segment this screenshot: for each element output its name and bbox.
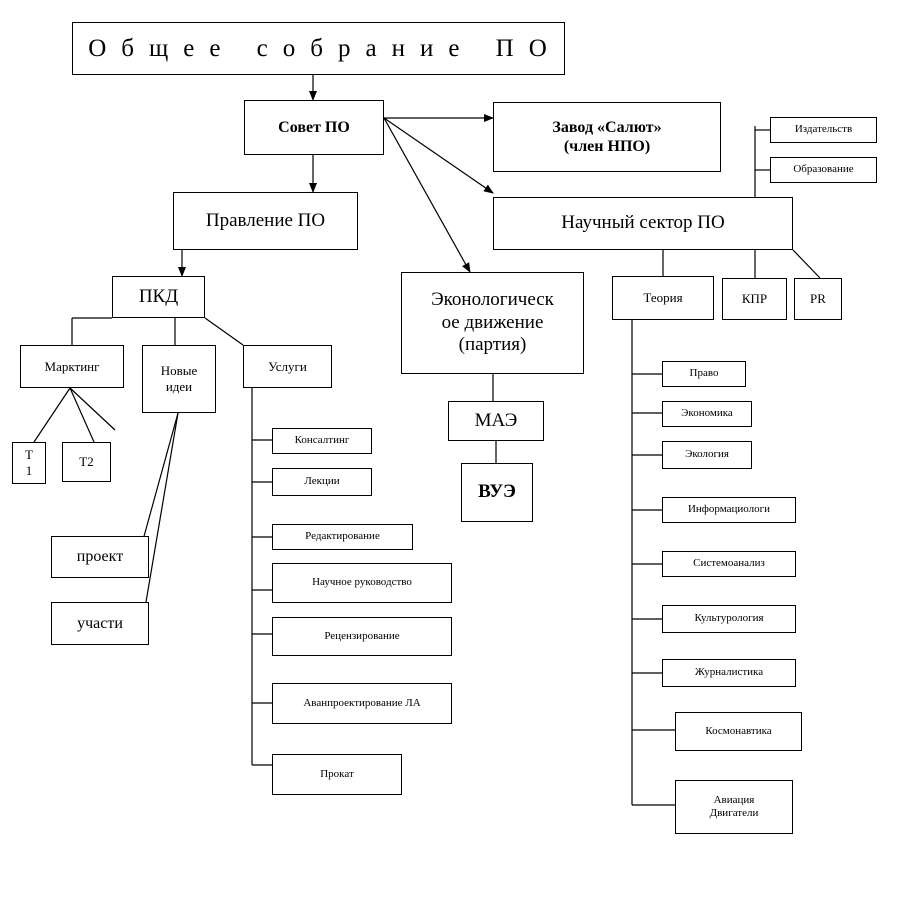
node-lectures: Лекции: [272, 468, 372, 496]
node-preliminary-design: Аванпроектирование ЛА: [272, 683, 452, 724]
node-economics: Экономика: [662, 401, 752, 427]
node-board: Правление ПО: [173, 192, 358, 250]
node-new-ideas: Новые идеи: [142, 345, 216, 413]
line-marketing-fan: [69, 387, 116, 431]
line-to-project: [142, 412, 179, 541]
node-publishing: Издательств: [770, 117, 877, 143]
line-to-participation: [145, 412, 179, 603]
node-aviation-engines: Авиация Двигатели: [675, 780, 793, 834]
line-to-services: [204, 317, 244, 346]
node-scientific-supervision: Научное руководство: [272, 563, 452, 603]
node-pkd: ПКД: [112, 276, 205, 318]
node-t2: Т2: [62, 442, 111, 482]
node-culturology: Культурология: [662, 605, 796, 633]
node-ecology: Экология: [662, 441, 752, 469]
node-reviewing: Рецензирование: [272, 617, 452, 656]
arrow-council-to-science: [383, 117, 494, 194]
node-t1: Т 1: [12, 442, 46, 484]
node-pr: PR: [794, 278, 842, 320]
node-education: Образование: [770, 157, 877, 183]
node-council: Совет ПО: [244, 100, 384, 155]
node-factory: Завод «Салют» (член НПО): [493, 102, 721, 172]
node-general-meeting: Общее собрание ПО: [72, 22, 565, 75]
node-system-analysis: Системоанализ: [662, 551, 796, 577]
line-to-t1: [33, 387, 71, 443]
node-vue: ВУЭ: [461, 463, 533, 522]
node-rental: Прокат: [272, 754, 402, 795]
node-eco-movement: Эконологическ ое движение (партия): [401, 272, 584, 374]
line-to-t2: [69, 387, 95, 443]
node-marketing: Марктинг: [20, 345, 124, 388]
node-mae: МАЭ: [448, 401, 544, 441]
node-participation: участи: [51, 602, 149, 645]
line-to-pr: [792, 249, 821, 279]
node-kpr: КПР: [722, 278, 787, 320]
node-editing: Редактирование: [272, 524, 413, 550]
node-consulting: Консалтинг: [272, 428, 372, 454]
arrow-council-to-eco: [383, 117, 471, 273]
node-journalism: Журналистика: [662, 659, 796, 687]
node-services: Услуги: [243, 345, 332, 388]
node-theory: Теория: [612, 276, 714, 320]
node-cosmonautics: Космонавтика: [675, 712, 802, 751]
node-project: проект: [51, 536, 149, 578]
node-informatiology: Информациологи: [662, 497, 796, 523]
node-science-sector: Научный сектор ПО: [493, 197, 793, 250]
node-law: Право: [662, 361, 746, 387]
